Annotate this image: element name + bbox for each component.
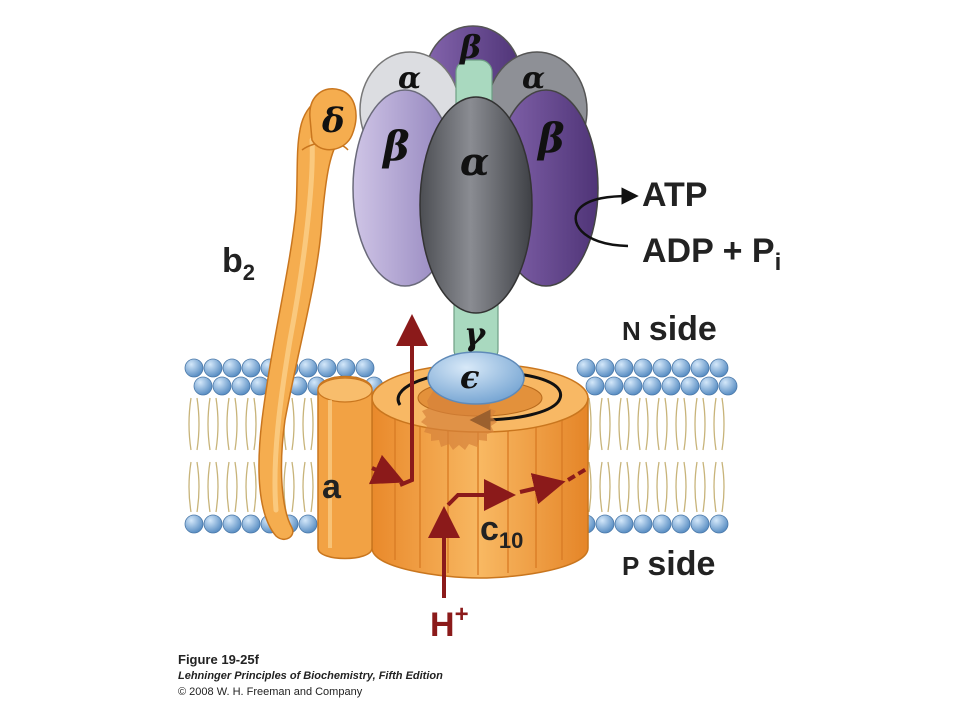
lipid-head bbox=[671, 358, 691, 378]
lipid-tail bbox=[656, 461, 668, 513]
lipid-head bbox=[298, 514, 318, 534]
lipid-tail bbox=[226, 397, 238, 451]
a-subunit bbox=[317, 375, 373, 560]
lipid-tail bbox=[637, 461, 649, 513]
lipid-head bbox=[709, 358, 729, 378]
lipid-head bbox=[652, 358, 672, 378]
label-alpha-back-left: α bbox=[398, 61, 421, 96]
lipid-head bbox=[699, 376, 719, 396]
label-proton: H+ bbox=[430, 601, 469, 644]
lipid-tail bbox=[694, 397, 706, 451]
lipid-head bbox=[709, 514, 729, 534]
lipid-head bbox=[203, 514, 223, 534]
alpha-front bbox=[419, 96, 533, 314]
lipid-tail bbox=[599, 397, 611, 451]
lipid-tail bbox=[207, 397, 219, 451]
lipid-head bbox=[317, 358, 337, 378]
lipid-head bbox=[614, 358, 634, 378]
lipid-tail bbox=[618, 397, 630, 451]
label-beta-left: β bbox=[381, 123, 410, 170]
lipid-head bbox=[576, 358, 596, 378]
label-beta-top: β bbox=[459, 28, 481, 66]
figure-source: Lehninger Principles of Biochemistry, Fi… bbox=[178, 670, 443, 682]
figure-number: Figure 19-25f bbox=[178, 652, 259, 667]
label-atp: ATP bbox=[642, 176, 707, 214]
lipid-tail bbox=[656, 397, 668, 451]
lipid-head bbox=[633, 514, 653, 534]
lipid-head bbox=[184, 514, 204, 534]
label-a: a bbox=[322, 468, 342, 506]
lipid-head bbox=[690, 358, 710, 378]
lipid-head bbox=[671, 514, 691, 534]
label-epsilon: ϵ bbox=[460, 358, 479, 396]
lipid-head bbox=[241, 358, 261, 378]
lipid-head bbox=[690, 514, 710, 534]
label-c10: c10 bbox=[480, 510, 523, 553]
lipid-tail bbox=[245, 461, 257, 513]
lipid-tail bbox=[226, 461, 238, 513]
lipid-head bbox=[595, 514, 615, 534]
lipid-head bbox=[222, 358, 242, 378]
lipid-tail bbox=[245, 397, 257, 451]
lipid-tail bbox=[675, 397, 687, 451]
lipid-head bbox=[193, 376, 213, 396]
lipid-head bbox=[652, 514, 672, 534]
label-gamma: γ bbox=[464, 315, 487, 353]
lipid-tail bbox=[599, 461, 611, 513]
lipid-head bbox=[231, 376, 251, 396]
lipid-head bbox=[680, 376, 700, 396]
lipid-tail bbox=[618, 461, 630, 513]
lipid-head bbox=[718, 376, 738, 396]
b2-stalk-highlight bbox=[272, 137, 315, 513]
proton-path bbox=[368, 314, 590, 598]
figure-copyright: © 2008 W. H. Freeman and Company bbox=[178, 686, 363, 698]
lipid-tail bbox=[302, 461, 314, 513]
lipid-tail bbox=[637, 397, 649, 451]
lipid-head bbox=[585, 376, 605, 396]
lipid-head bbox=[642, 376, 662, 396]
lipid-tail bbox=[283, 461, 295, 513]
label-alpha-back-right: α bbox=[522, 61, 545, 96]
lipid-head bbox=[633, 358, 653, 378]
lipid-head bbox=[222, 514, 242, 534]
lipid-tail bbox=[207, 461, 219, 513]
lipid-head bbox=[623, 376, 643, 396]
delta-subunit bbox=[309, 88, 357, 151]
lipid-tail bbox=[713, 461, 725, 513]
label-adp-pi: ADP + Pi bbox=[642, 232, 781, 276]
lipid-tail bbox=[713, 397, 725, 451]
label-beta-right: β bbox=[536, 115, 565, 162]
lipid-tail bbox=[302, 397, 314, 451]
label-delta: δ bbox=[321, 101, 345, 141]
lipid-head bbox=[203, 358, 223, 378]
epsilon-subunit bbox=[421, 351, 525, 450]
label-alpha-front: α bbox=[460, 139, 489, 184]
lipid-tail bbox=[188, 397, 200, 451]
lipid-head bbox=[595, 358, 615, 378]
lipid-head bbox=[184, 358, 204, 378]
lipid-head bbox=[241, 514, 261, 534]
lipid-head bbox=[336, 358, 356, 378]
label-b2: b2 bbox=[222, 242, 255, 285]
lipid-head bbox=[212, 376, 232, 396]
lipid-tail bbox=[675, 461, 687, 513]
lipid-head bbox=[604, 376, 624, 396]
lipid-head bbox=[661, 376, 681, 396]
atp-synthesis-arrow bbox=[574, 187, 639, 248]
lipid-head bbox=[614, 514, 634, 534]
lipid-head bbox=[355, 358, 375, 378]
lipid-tail bbox=[188, 461, 200, 513]
lipid-head bbox=[298, 358, 318, 378]
lipid-tail bbox=[694, 461, 706, 513]
